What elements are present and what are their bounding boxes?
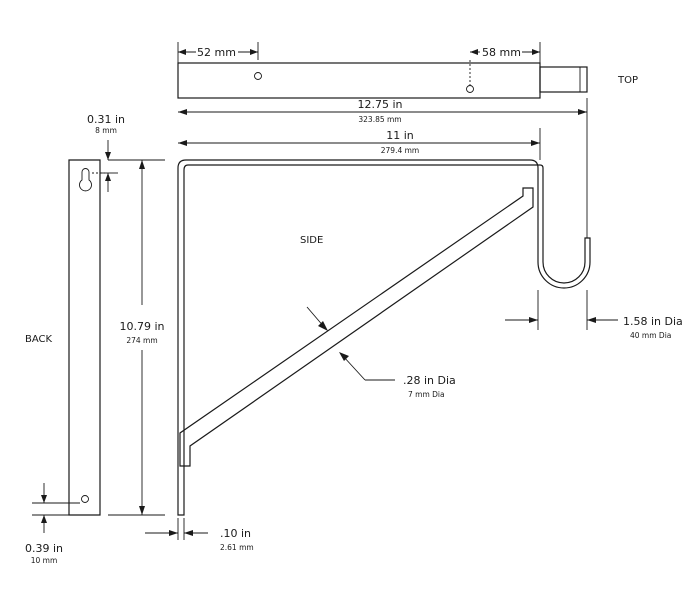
hook-diameter-dimension	[505, 290, 618, 330]
hook-dia-mm: 40 mm Dia	[630, 331, 671, 340]
top-hole-left	[254, 72, 262, 80]
keyhole-slot	[79, 168, 92, 192]
overall-length-in: 12.75 in	[357, 98, 402, 111]
bottom-hole-in: 0.39 in	[25, 542, 63, 555]
arm-length-mm: 279.4 mm	[381, 146, 419, 155]
hook-dia-in: 1.58 in Dia	[623, 315, 683, 328]
side-view-bracket	[177, 159, 591, 516]
overall-length-mm: 323.85 mm	[358, 115, 401, 124]
rod-diameter-leader	[306, 306, 395, 381]
rod-dia-in: .28 in Dia	[403, 374, 456, 387]
bottom-hole-mm: 10 mm	[31, 556, 58, 565]
top-view-label: TOP	[617, 75, 638, 86]
top-left-offset-label: 52 mm	[197, 46, 236, 59]
top-view-hook-tip	[539, 66, 588, 93]
thickness-in: .10 in	[220, 527, 251, 540]
bottom-hole	[81, 495, 89, 503]
side-view-label: SIDE	[300, 235, 323, 246]
overall-length-dimension	[178, 98, 588, 238]
arm-length-dimension	[178, 128, 541, 160]
back-view-label: BACK	[25, 334, 53, 345]
height-mm: 274 mm	[126, 336, 157, 345]
keyhole-offset-mm: 8 mm	[95, 126, 117, 135]
arm-length-in: 11 in	[386, 129, 414, 142]
height-dimension	[108, 159, 165, 516]
top-right-offset-label: 58 mm	[482, 46, 521, 59]
thickness-mm: 2.61 mm	[220, 543, 254, 552]
thickness-dimension	[145, 518, 208, 540]
keyhole-offset-dimension	[102, 140, 118, 192]
top-view-bar	[177, 62, 541, 99]
height-in: 10.79 in	[119, 320, 164, 333]
back-view	[32, 159, 105, 516]
top-hole-right	[466, 85, 474, 93]
keyhole-offset-in: 0.31 in	[87, 113, 125, 126]
rod-dia-mm: 7 mm Dia	[408, 390, 445, 399]
bottom-hole-dimension	[32, 483, 69, 533]
top-view	[177, 42, 588, 99]
